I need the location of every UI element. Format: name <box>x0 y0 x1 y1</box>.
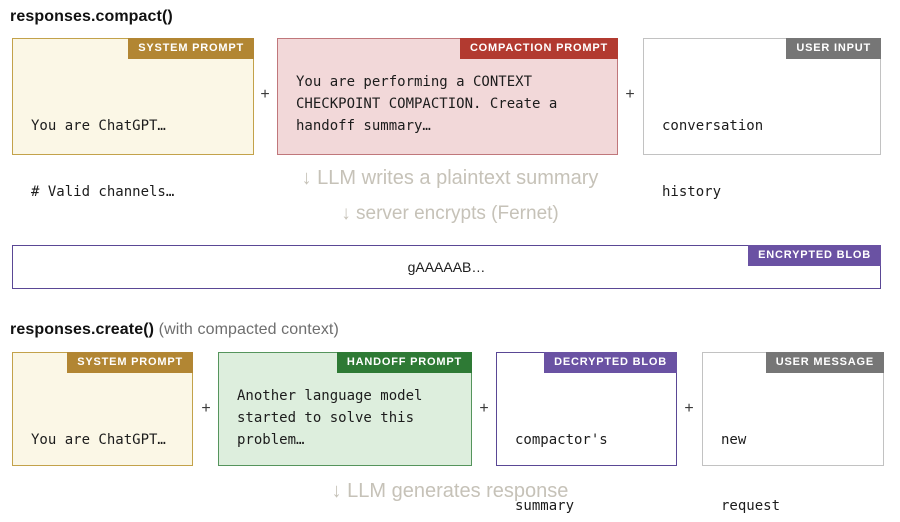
system-prompt-box-2: SYSTEM PROMPT You are ChatGPT… <box>12 352 193 466</box>
handoff-prompt-box: HANDOFF PROMPT Another language model st… <box>218 352 472 466</box>
flow-step-generate: ↓ LLM generates response <box>331 480 569 502</box>
plus-sign: + <box>201 400 211 417</box>
plus-sign: + <box>684 400 694 417</box>
section2-title-main: responses.create() <box>10 321 155 338</box>
encrypted-blob-text: gAAAAAB… <box>407 259 486 275</box>
code-line: compactor's <box>515 432 608 448</box>
decrypted-blob-badge: DECRYPTED BLOB <box>544 352 677 373</box>
code-line: # Valid channels… <box>31 184 175 200</box>
handoff-prompt-content: Another language model started to solve … <box>237 388 431 448</box>
section1-title: responses.compact() <box>10 8 173 25</box>
handoff-prompt-badge: HANDOFF PROMPT <box>336 352 472 373</box>
plus-sign: + <box>625 86 635 103</box>
user-message-badge: USER MESSAGE <box>765 352 884 373</box>
user-input-badge: USER INPUT <box>786 38 881 59</box>
plus-sign: + <box>479 400 489 417</box>
code-line: You are ChatGPT… <box>31 432 166 448</box>
section2-title: responses.create() (with compacted conte… <box>10 321 339 339</box>
flow-step-encrypt: ↓ server encrypts (Fernet) <box>341 203 559 224</box>
user-input-content: conversation history <box>644 39 880 259</box>
user-message-content: new request <box>703 353 883 522</box>
compaction-prompt-content: You are performing a CONTEXT CHECKPOINT … <box>296 74 566 134</box>
code-line: conversation <box>662 118 764 134</box>
encrypted-blob-badge: ENCRYPTED BLOB <box>748 245 881 266</box>
section2-title-subtitle: (with compacted context) <box>154 321 339 338</box>
compaction-prompt-box: COMPACTION PROMPT You are performing a C… <box>277 38 618 155</box>
system-prompt-box: SYSTEM PROMPT You are ChatGPT… # Valid c… <box>12 38 254 266</box>
plus-sign: + <box>260 86 270 103</box>
system-prompt-content-2: You are ChatGPT… <box>13 353 192 507</box>
code-line: request <box>721 498 781 514</box>
compaction-prompt-badge: COMPACTION PROMPT <box>459 38 618 59</box>
user-message-box: USER MESSAGE new request <box>702 352 884 514</box>
user-input-box: USER INPUT conversation history <box>643 38 881 200</box>
code-line: history <box>662 184 722 200</box>
decrypted-blob-content: compactor's summary <box>497 353 676 522</box>
code-line: summary <box>515 498 575 514</box>
system-prompt-badge-2: SYSTEM PROMPT <box>67 352 193 373</box>
encrypted-blob-box: ENCRYPTED BLOB gAAAAAB… <box>12 245 881 289</box>
decrypted-blob-box: DECRYPTED BLOB compactor's summary <box>496 352 677 514</box>
flow-step-summary: ↓ LLM writes a plaintext summary <box>301 167 599 189</box>
system-prompt-badge: SYSTEM PROMPT <box>128 38 254 59</box>
code-line: new <box>721 432 747 448</box>
code-line: You are ChatGPT… <box>31 118 166 134</box>
